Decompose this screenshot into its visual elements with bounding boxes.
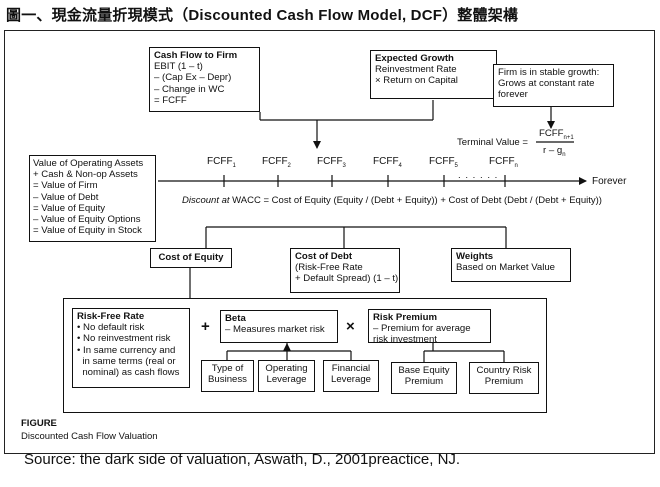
figure-caption: Discounted Cash Flow Valuation bbox=[21, 431, 158, 442]
cash-flow-to-firm-header: Cash Flow to Firm bbox=[154, 50, 238, 61]
expected-growth-line: Reinvestment Rate bbox=[375, 64, 457, 76]
driver-line: Base Equity bbox=[398, 365, 450, 376]
risk-premium-box: Risk Premium – Premium for average risk … bbox=[368, 309, 491, 346]
fcff-text: FCFF bbox=[489, 156, 515, 167]
fcff-sub: 4 bbox=[398, 163, 402, 169]
cost-of-equity-box: Cost of Equity bbox=[150, 248, 232, 268]
wacc-formula: Discount at WACC = Cost of Equity (Equit… bbox=[182, 195, 602, 206]
fcff-label-n: FCFFn bbox=[489, 156, 518, 169]
driver-line: Operating bbox=[265, 363, 308, 374]
fcff-label-3: FCFF3 bbox=[317, 156, 346, 169]
value-box: Value of Operating Assets + Cash & Non-o… bbox=[29, 155, 156, 242]
stable-growth-box: Firm is in stable growth: Grows at const… bbox=[493, 64, 614, 107]
terminal-value-numerator: FCFFn+1 bbox=[539, 128, 574, 141]
expected-growth-box: Expected Growth Reinvestment Rate × Retu… bbox=[370, 50, 497, 99]
stable-growth-line: forever bbox=[498, 89, 528, 101]
terminal-value-denominator-sub: n bbox=[562, 151, 566, 158]
fcff-text: FCFF bbox=[429, 156, 455, 167]
cost-of-equity-header: Cost of Equity bbox=[158, 252, 224, 263]
timeline-dots: . . . . . . bbox=[458, 170, 499, 181]
cash-flow-line: – Change in WC bbox=[154, 83, 225, 95]
weights-header: Weights bbox=[456, 251, 494, 262]
value-line: = Value of Firm bbox=[33, 180, 98, 192]
driver-line: Premium bbox=[484, 376, 524, 388]
risk-free-rate-box: Risk-Free Rate • No default risk • No re… bbox=[72, 308, 190, 388]
type-of-business-box: Type of Business bbox=[201, 360, 254, 392]
discount-text: WACC = Cost of Equity (Equity / (Debt + … bbox=[229, 195, 602, 206]
plus-operator: + bbox=[201, 318, 210, 335]
value-line: – Value of Debt bbox=[33, 191, 99, 203]
figure-label: FIGURE bbox=[21, 418, 57, 429]
fcff-sub: 1 bbox=[232, 163, 236, 169]
operating-leverage-box: Operating Leverage bbox=[258, 360, 315, 392]
times-operator: × bbox=[346, 318, 355, 335]
fcff-label-2: FCFF2 bbox=[262, 156, 291, 169]
fcff-text: FCFF bbox=[317, 156, 343, 167]
financial-leverage-box: Financial Leverage bbox=[323, 360, 379, 392]
diagram-frame bbox=[4, 30, 655, 454]
weights-line: Based on Market Value bbox=[456, 262, 556, 274]
terminal-value-denominator: r – gn bbox=[543, 145, 566, 158]
driver-line: Type of bbox=[211, 363, 244, 374]
risk-free-line: in same terms (real or bbox=[77, 355, 176, 367]
risk-premium-line: – Premium for average bbox=[373, 323, 471, 335]
fcff-sub: 5 bbox=[454, 163, 458, 169]
risk-free-line: • No reinvestment risk bbox=[77, 333, 171, 345]
value-line: = Value of Equity in Stock bbox=[33, 225, 142, 237]
expected-growth-line: × Return on Capital bbox=[375, 75, 458, 87]
stable-growth-line: Firm is in stable growth: bbox=[498, 67, 600, 78]
terminal-value-numerator-sub: n+1 bbox=[563, 134, 574, 141]
fcff-text: FCFF bbox=[373, 156, 399, 167]
fcff-text: FCFF bbox=[207, 156, 233, 167]
value-line: – Value of Equity Options bbox=[33, 214, 141, 226]
terminal-value-numerator-text: FCFF bbox=[539, 128, 564, 139]
cost-of-debt-line: + Default Spread) (1 – t) bbox=[295, 273, 399, 285]
fcff-sub: 2 bbox=[287, 163, 291, 169]
cost-of-debt-line: (Risk-Free Rate bbox=[295, 262, 363, 274]
page-title: 圖一、現金流量折現模式（Discounted Cash Flow Model, … bbox=[6, 7, 519, 24]
source-citation: Source: the dark side of valuation, Aswa… bbox=[24, 451, 461, 468]
risk-free-line: • In same currency and bbox=[77, 344, 176, 356]
cost-of-debt-header: Cost of Debt bbox=[295, 251, 353, 262]
driver-line: Country Risk bbox=[476, 365, 532, 376]
fcff-sub: 3 bbox=[342, 163, 346, 169]
driver-line: Business bbox=[208, 374, 247, 386]
discount-prefix: Discount at bbox=[182, 195, 230, 206]
beta-box: Beta – Measures market risk bbox=[220, 310, 338, 343]
cost-of-debt-box: Cost of Debt (Risk-Free Rate + Default S… bbox=[290, 248, 400, 293]
cost-of-equity-breakdown-frame bbox=[63, 298, 547, 413]
risk-premium-header: Risk Premium bbox=[373, 312, 437, 323]
fcff-label-5: FCFF5 bbox=[429, 156, 458, 169]
risk-premium-line: risk investment bbox=[373, 334, 437, 346]
risk-free-header: Risk-Free Rate bbox=[77, 311, 145, 322]
risk-free-line: nominal) as cash flows bbox=[77, 367, 180, 379]
forever-label: Forever bbox=[592, 176, 627, 187]
weights-box: Weights Based on Market Value bbox=[451, 248, 571, 282]
value-line: = Value of Equity bbox=[33, 202, 106, 214]
driver-line: Premium bbox=[404, 376, 444, 388]
risk-free-line: • No default risk bbox=[77, 322, 145, 334]
cash-flow-to-firm-box: Cash Flow to Firm EBIT (1 – t) – (Cap Ex… bbox=[149, 47, 260, 112]
fcff-label-1: FCFF1 bbox=[207, 156, 236, 169]
base-equity-premium-box: Base Equity Premium bbox=[391, 362, 457, 394]
cash-flow-line: = FCFF bbox=[154, 94, 187, 106]
beta-line: – Measures market risk bbox=[225, 324, 325, 336]
terminal-value-label: Terminal Value = bbox=[457, 137, 529, 148]
value-line: + Cash & Non-op Assets bbox=[33, 169, 138, 181]
expected-growth-header: Expected Growth bbox=[375, 53, 454, 64]
cash-flow-line: – (Cap Ex – Depr) bbox=[154, 72, 232, 84]
driver-line: Leverage bbox=[330, 374, 371, 386]
driver-line: Financial bbox=[331, 363, 371, 374]
fcff-label-4: FCFF4 bbox=[373, 156, 402, 169]
fcff-sub: n bbox=[514, 163, 518, 169]
beta-header: Beta bbox=[225, 313, 246, 324]
country-risk-premium-box: Country Risk Premium bbox=[469, 362, 539, 394]
stable-growth-line: Grows at constant rate bbox=[498, 78, 595, 90]
value-line: Value of Operating Assets bbox=[33, 158, 144, 169]
driver-line: Leverage bbox=[266, 374, 307, 386]
terminal-value-denominator-text: r – g bbox=[543, 145, 563, 156]
fcff-text: FCFF bbox=[262, 156, 288, 167]
cash-flow-line: EBIT (1 – t) bbox=[154, 61, 203, 73]
